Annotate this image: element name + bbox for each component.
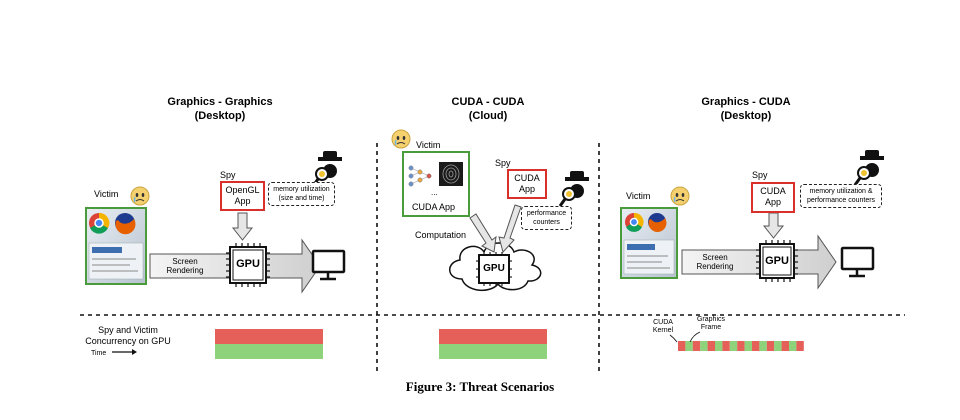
cuda-kernel-segment bbox=[707, 341, 715, 351]
gpu-chip-p2 bbox=[476, 252, 512, 286]
chrome-icon-p3 bbox=[625, 212, 644, 232]
timeline-bar-p1-victim bbox=[215, 344, 323, 359]
timeline-bar-p2-spy bbox=[439, 329, 547, 344]
sad-face-icon-p3 bbox=[670, 186, 690, 206]
cuda-app-box-p2: CUDA App bbox=[507, 169, 547, 199]
graphics-frame-label: Graphics Frame bbox=[696, 316, 725, 331]
figure-caption: Figure 3: Threat Scenarios bbox=[405, 379, 555, 394]
cuda-kernel-segment bbox=[781, 341, 789, 351]
spy-detective-icon-p1 bbox=[311, 151, 342, 187]
spy-label-p2: Spy bbox=[495, 158, 511, 168]
sad-face-icon-p2 bbox=[391, 129, 411, 149]
cuda-kernel-segment bbox=[722, 341, 730, 351]
spy-arrow-p1 bbox=[231, 212, 254, 241]
graphics-frame-segment bbox=[789, 341, 797, 351]
gpu-chip-p1 bbox=[226, 243, 270, 287]
graphics-frame-segment bbox=[774, 341, 782, 351]
graphics-frame-pointer bbox=[689, 331, 701, 343]
memory-util-note-p1: memory utilization (size and time) bbox=[268, 182, 335, 206]
timeline-bar-p2-victim bbox=[439, 344, 547, 359]
cuda-kernel-pointer bbox=[669, 334, 678, 343]
victim-label-p1: Victim bbox=[94, 189, 119, 199]
victim-label-p2: Victim bbox=[416, 140, 441, 150]
graphics-frame-segment bbox=[685, 341, 693, 351]
screen-rendering-label-p1: Screen Rendering bbox=[166, 257, 204, 275]
cuda-kernel-segment bbox=[692, 341, 701, 351]
spy-label-p1: Spy bbox=[220, 170, 236, 180]
panel3-title-line: Graphics - CUDA bbox=[701, 96, 791, 108]
memory-util-note-p3: memory utilization & performance counter… bbox=[800, 184, 882, 208]
cuda-kernel-segment bbox=[737, 341, 745, 351]
cuda-kernel-segment bbox=[678, 341, 686, 351]
graphics-frame-segment bbox=[700, 341, 708, 351]
timeline-bar-p1-spy bbox=[215, 329, 323, 344]
performance-counters-note: performance counters bbox=[521, 206, 572, 230]
ellipsis-label: ... bbox=[431, 188, 438, 197]
interleaved-timeline-p3 bbox=[678, 341, 804, 351]
opengl-app-box: OpenGL App bbox=[220, 181, 265, 211]
screen-rendering-label-p3: Screen Rendering bbox=[696, 253, 734, 271]
chrome-icon-p1 bbox=[89, 212, 110, 234]
panel2-title-line: CUDA - CUDA bbox=[451, 96, 525, 108]
sad-face-icon-p1 bbox=[130, 186, 150, 206]
cuda-kernel-segment bbox=[796, 341, 804, 351]
time-arrow-head bbox=[132, 349, 137, 355]
cuda-kernel-label: CUDA Kernel bbox=[652, 319, 674, 334]
panel1-subtitle: (Desktop) bbox=[194, 110, 246, 122]
spy-to-gpu-arrow-p2 bbox=[498, 204, 522, 254]
victim-label-p3: Victim bbox=[626, 191, 651, 201]
graphics-frame-segment bbox=[715, 341, 723, 351]
cuda-kernel-segment bbox=[766, 341, 775, 351]
panel3-title: Graphics - CUDA (Desktop) bbox=[666, 95, 826, 123]
gpu-chip-p3 bbox=[756, 240, 798, 282]
spy-detective-icon-p3 bbox=[853, 150, 884, 186]
panel2-title: CUDA - CUDA (Cloud) bbox=[408, 95, 568, 123]
panel1-title: Graphics - Graphics (Desktop) bbox=[140, 95, 300, 123]
panel3-subtitle: (Desktop) bbox=[720, 110, 772, 122]
gpu-label-p2: GPU bbox=[483, 263, 505, 274]
graphics-frame-segment bbox=[759, 341, 767, 351]
concurrency-label: Spy and Victim Concurrency on GPU bbox=[85, 325, 171, 346]
gpu-label-p3: GPU bbox=[765, 255, 789, 267]
gpu-label-p1: GPU bbox=[236, 258, 260, 270]
firefox-icon-p1 bbox=[115, 213, 136, 235]
monitor-icon-p3 bbox=[840, 246, 875, 278]
cuda-app-box-p3: CUDA App bbox=[751, 182, 795, 213]
spy-arrow-p3 bbox=[762, 212, 785, 239]
graphics-frame-segment bbox=[729, 341, 738, 351]
spy-detective-icon-p2 bbox=[558, 171, 589, 207]
neural-network-icon bbox=[408, 165, 432, 187]
spy-label-p3: Spy bbox=[752, 170, 768, 180]
cuda-kernel-segment bbox=[752, 341, 760, 351]
cuda-app-label-p2: CUDA App bbox=[412, 202, 456, 212]
firefox-icon-p3 bbox=[648, 213, 667, 232]
monitor-icon-p1 bbox=[311, 249, 346, 281]
panel2-subtitle: (Cloud) bbox=[468, 110, 508, 122]
computation-label: Computation bbox=[415, 230, 467, 240]
time-label: Time bbox=[91, 350, 107, 357]
graphics-frame-segment bbox=[744, 341, 752, 351]
victim-to-gpu-arrow-p2 bbox=[469, 213, 497, 253]
panel1-title-line: Graphics - Graphics bbox=[167, 96, 273, 108]
